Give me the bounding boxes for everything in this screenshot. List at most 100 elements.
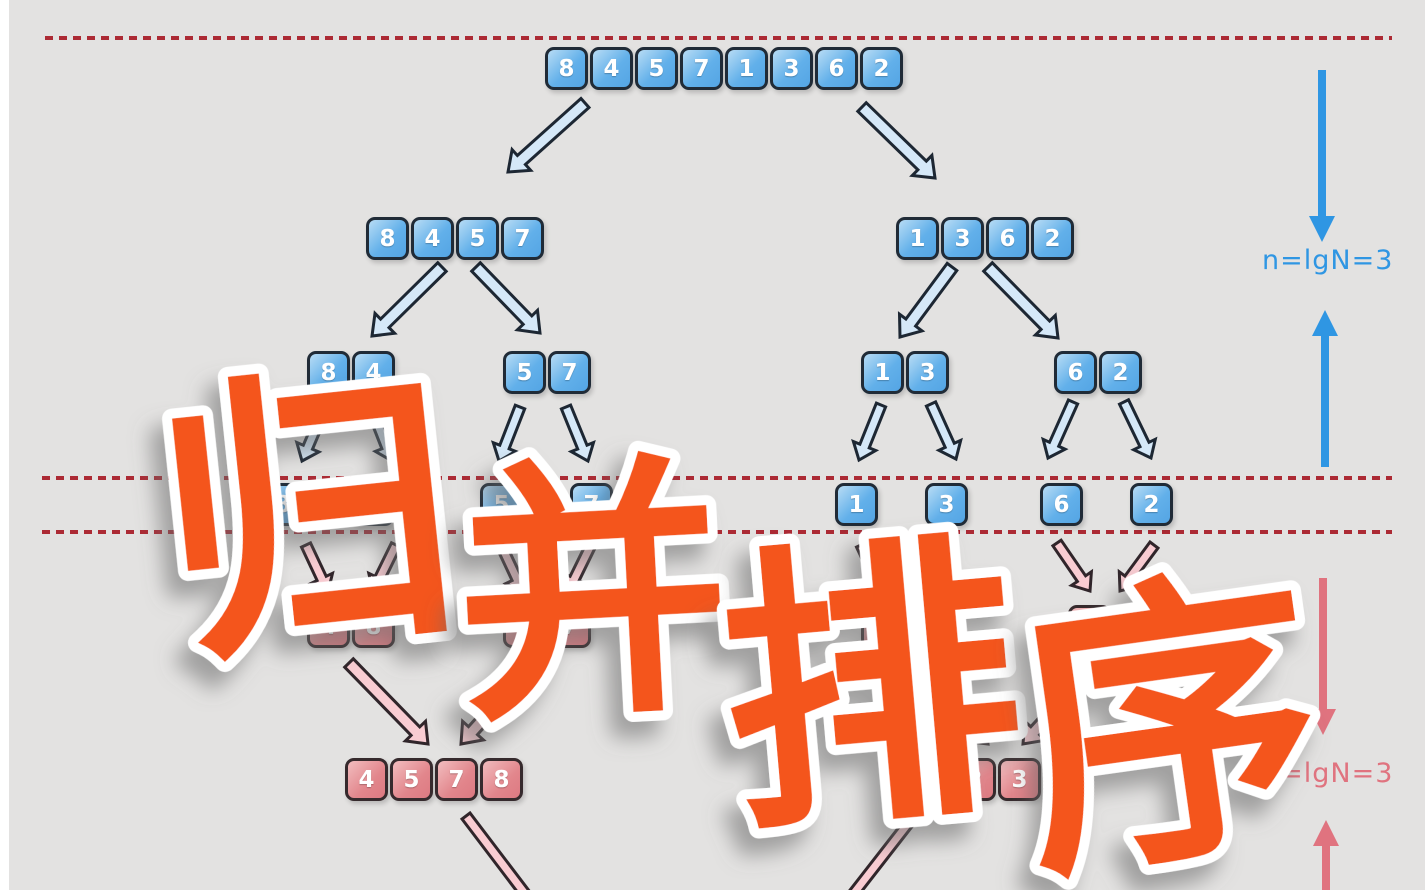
array-cell: 1 bbox=[725, 47, 768, 90]
merge-arrow-13 bbox=[848, 810, 920, 890]
array-cell: 5 bbox=[503, 605, 546, 648]
array-cell: 3 bbox=[770, 47, 813, 90]
merge-arrow-4 bbox=[854, 540, 890, 595]
merge-depth-arrow-up bbox=[1313, 820, 1339, 890]
array-cell: 1 bbox=[908, 758, 951, 801]
array-cell: 2 bbox=[1130, 483, 1173, 526]
array-cell: 7 bbox=[435, 758, 478, 801]
array-cell: 5 bbox=[390, 758, 433, 801]
array-cell: 7 bbox=[501, 217, 544, 260]
split-arrow-12 bbox=[1040, 398, 1080, 461]
array-cell: 7 bbox=[570, 483, 613, 526]
array-cell: 5 bbox=[456, 217, 499, 260]
array-cell: 7 bbox=[680, 47, 723, 90]
array-cell: 8 bbox=[261, 483, 304, 526]
merge-arrow-9 bbox=[459, 661, 536, 746]
array-cell: 6 bbox=[1040, 483, 1083, 526]
split-arrow-2 bbox=[370, 260, 449, 338]
split-arrow-3 bbox=[469, 260, 542, 335]
divide-group-level-3-2: 5 bbox=[480, 483, 523, 526]
array-cell: 7 bbox=[548, 605, 591, 648]
divide-group-level-3-7: 2 bbox=[1130, 483, 1173, 526]
array-cell: 6 bbox=[815, 47, 858, 90]
array-cell: 3 bbox=[998, 758, 1041, 801]
array-cell: 1 bbox=[861, 351, 904, 394]
merge-arrow-5 bbox=[921, 540, 958, 595]
merge-arrow-1 bbox=[366, 540, 403, 595]
array-cell: 5 bbox=[480, 483, 523, 526]
array-cell: 4 bbox=[351, 483, 394, 526]
merge-arrow-6 bbox=[1050, 538, 1094, 593]
dotted-line-middle-lower bbox=[42, 530, 1392, 534]
divide-group-level-3-5: 3 bbox=[925, 483, 968, 526]
array-cell: 8 bbox=[480, 758, 523, 801]
merge-arrow-7 bbox=[1117, 539, 1161, 593]
divide-group-level-3-1: 4 bbox=[351, 483, 394, 526]
left-edge-strip bbox=[0, 0, 9, 890]
array-cell: 3 bbox=[941, 217, 984, 260]
array-cell: 6 bbox=[1113, 605, 1156, 648]
array-cell: 4 bbox=[307, 605, 350, 648]
array-cell: 2 bbox=[1099, 351, 1142, 394]
merge-arrow-0 bbox=[299, 540, 335, 595]
merge-arrow-2 bbox=[494, 540, 530, 595]
array-cell: 7 bbox=[548, 351, 591, 394]
divide-group-level-3-0: 8 bbox=[261, 483, 304, 526]
array-cell: 5 bbox=[503, 351, 546, 394]
split-arrow-4 bbox=[897, 261, 959, 339]
array-cell: 1 bbox=[835, 483, 878, 526]
dotted-line-top bbox=[45, 36, 1392, 40]
array-cell: 1 bbox=[861, 605, 904, 648]
merge-arrow-10 bbox=[900, 656, 990, 746]
array-cell: 4 bbox=[590, 47, 633, 90]
array-cell: 4 bbox=[352, 351, 395, 394]
split-arrow-1 bbox=[855, 100, 937, 180]
array-cell: 8 bbox=[366, 217, 409, 260]
array-cell: 8 bbox=[307, 351, 350, 394]
dotted-line-middle-upper bbox=[42, 476, 1392, 480]
array-cell: 5 bbox=[635, 47, 678, 90]
divide-group-level-3-3: 7 bbox=[570, 483, 613, 526]
merge-arrow-11 bbox=[1021, 661, 1100, 746]
array-cell: 8 bbox=[545, 47, 588, 90]
split-arrow-13 bbox=[1117, 397, 1158, 461]
array-cell: 6 bbox=[986, 217, 1029, 260]
merge-depth-arrow-down bbox=[1310, 578, 1336, 735]
array-cell: 2 bbox=[1031, 217, 1074, 260]
array-cell: 2 bbox=[860, 47, 903, 90]
array-cell: 1 bbox=[896, 217, 939, 260]
array-cell: 6 bbox=[1054, 351, 1097, 394]
array-cell: 3 bbox=[925, 483, 968, 526]
merge-arrow-8 bbox=[342, 656, 430, 746]
array-cell: 6 bbox=[1043, 758, 1086, 801]
split-arrow-11 bbox=[924, 399, 963, 462]
divide-depth-label: n=lgN=3 bbox=[1262, 245, 1394, 276]
split-arrow-7 bbox=[364, 403, 401, 464]
array-cell: 3 bbox=[906, 351, 949, 394]
split-arrow-9 bbox=[559, 403, 596, 464]
array-cell: 4 bbox=[345, 758, 388, 801]
divide-group-level-3-4: 1 bbox=[835, 483, 878, 526]
array-cell: 2 bbox=[1068, 605, 1111, 648]
divide-group-level-3-6: 6 bbox=[1040, 483, 1083, 526]
merge-arrow-3 bbox=[561, 540, 598, 595]
divide-depth-arrow-down bbox=[1309, 70, 1335, 242]
split-arrow-0 bbox=[506, 96, 592, 174]
split-arrow-10 bbox=[851, 401, 888, 463]
array-cell: 4 bbox=[411, 217, 454, 260]
array-cell: 2 bbox=[953, 758, 996, 801]
